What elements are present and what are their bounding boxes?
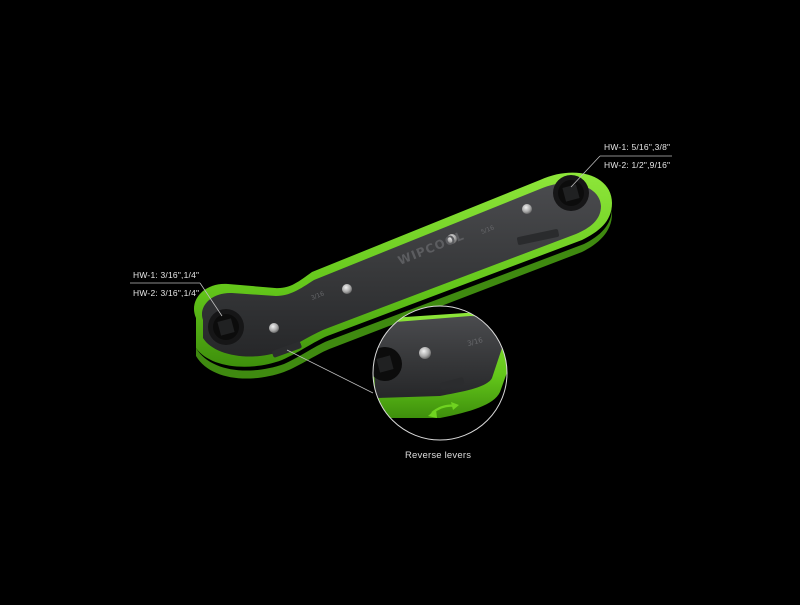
right-end-spec-hw1: HW-1: 5/16",3/8" — [604, 142, 671, 152]
wrench-body — [193, 172, 612, 379]
svg-text:3/16: 3/16 — [310, 290, 325, 302]
callout-lines — [130, 155, 672, 394]
detail-caption: Reverse levers — [405, 450, 472, 461]
double-arrow-icon — [428, 402, 459, 418]
right-end-spec-hw2: HW-2: 1/2",9/16" — [604, 160, 671, 170]
left-end-spec-hw1: HW-1: 3/16",1/4" — [133, 270, 200, 280]
svg-text:3/16: 3/16 — [466, 336, 484, 348]
svg-text:5/16: 5/16 — [480, 224, 495, 236]
rivets — [269, 204, 532, 333]
left-socket — [208, 309, 244, 345]
detail-magnifier: 3/16 — [372, 305, 508, 441]
left-end-spec-hw2: HW-2: 3/16",1/4" — [133, 288, 200, 298]
right-socket — [553, 175, 589, 211]
